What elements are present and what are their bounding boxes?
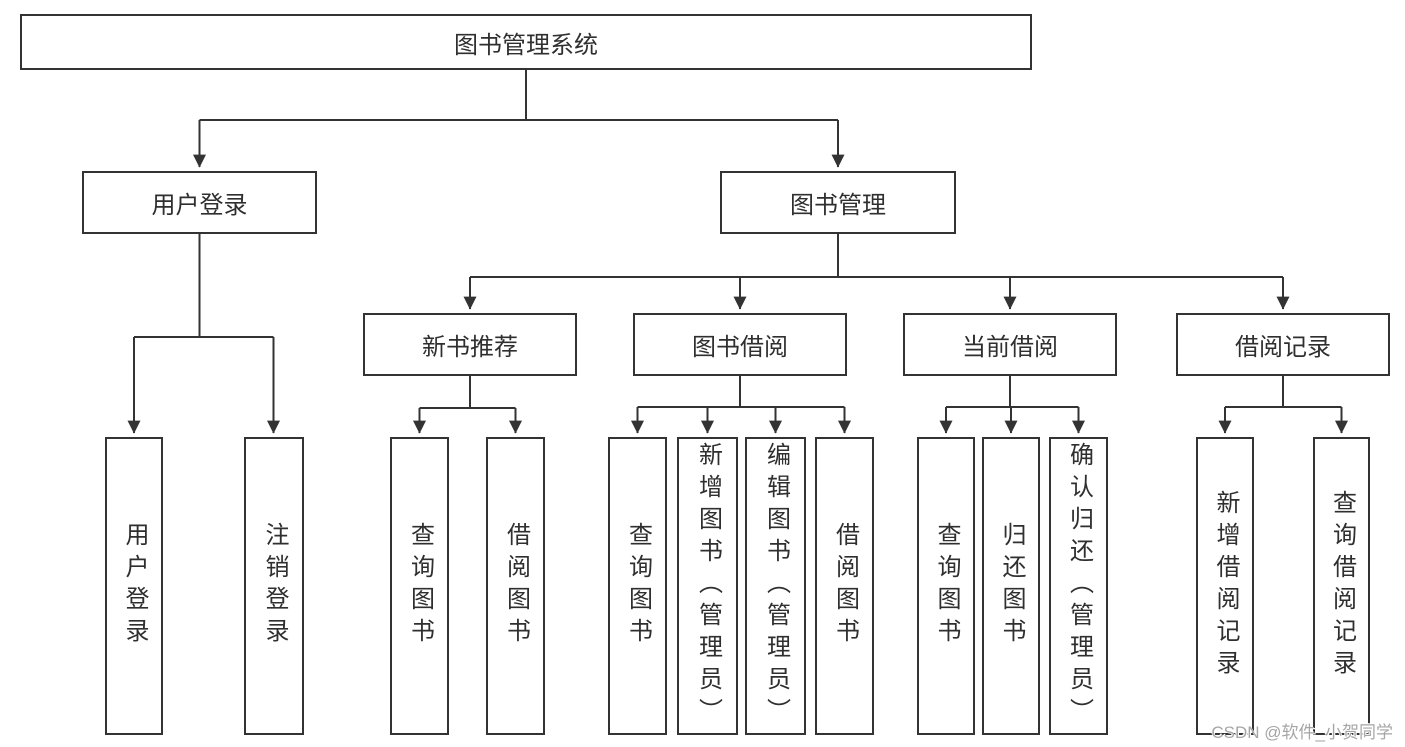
node-label: 用户登录 — [151, 192, 248, 219]
node-label: 当前借阅 — [962, 334, 1058, 361]
leaf-label: 查询借阅记录 — [1328, 490, 1356, 682]
leaf-return-books: 归还图书 — [982, 437, 1040, 735]
node-label: 借阅记录 — [1235, 334, 1331, 361]
leaf-borrow-books: 借阅图书 — [815, 437, 874, 735]
leaf-label: 借阅图书 — [831, 522, 859, 650]
node-user-login: 用户登录 — [82, 171, 317, 234]
leaf-label: 归还图书 — [998, 522, 1025, 650]
leaf-logout: 注销登录 — [244, 437, 304, 735]
leaf-recommend-query-books: 查询图书 — [390, 437, 449, 735]
leaf-label: 查询图书 — [406, 522, 434, 650]
leaf-edit-books-admin: 编辑图书（管理员） — [745, 437, 806, 735]
leaf-label: 编辑图书（管理员） — [762, 442, 790, 730]
leaf-label: 新增借阅记录 — [1212, 490, 1239, 682]
leaf-add-books-admin: 新增图书（管理员） — [677, 437, 738, 735]
node-label: 图书管理系统 — [454, 31, 598, 59]
leaf-label: 注销登录 — [261, 522, 288, 650]
node-book-borrowing: 图书借阅 — [633, 313, 847, 376]
node-label: 图书借阅 — [692, 334, 788, 361]
node-label: 图书管理 — [790, 192, 886, 219]
leaf-label: 查询图书 — [933, 522, 960, 650]
leaf-label: 查询图书 — [624, 522, 652, 650]
leaf-label: 确认归还（管理员） — [1065, 442, 1093, 730]
leaf-current-query-books: 查询图书 — [917, 437, 975, 735]
leaf-recommend-borrow-books: 借阅图书 — [486, 437, 545, 735]
node-library-management-system: 图书管理系统 — [20, 14, 1032, 70]
leaf-label: 新增图书（管理员） — [694, 442, 722, 730]
leaf-query-borrow-record: 查询借阅记录 — [1313, 437, 1370, 735]
leaf-label: 借阅图书 — [502, 522, 530, 650]
node-book-management: 图书管理 — [720, 171, 956, 234]
node-new-book-recommendation: 新书推荐 — [363, 313, 577, 376]
node-current-borrowing: 当前借阅 — [903, 313, 1117, 376]
node-label: 新书推荐 — [422, 334, 518, 361]
node-borrowing-records: 借阅记录 — [1176, 313, 1390, 376]
leaf-label: 用户登录 — [121, 522, 148, 650]
leaf-confirm-return-admin: 确认归还（管理员） — [1049, 437, 1108, 735]
csdn-watermark: CSDN @软件_小贺同学 — [1211, 723, 1393, 742]
leaf-add-borrow-record: 新增借阅记录 — [1196, 437, 1254, 735]
leaf-user-login: 用户登录 — [105, 437, 163, 735]
leaf-borrow-query-books: 查询图书 — [608, 437, 667, 735]
